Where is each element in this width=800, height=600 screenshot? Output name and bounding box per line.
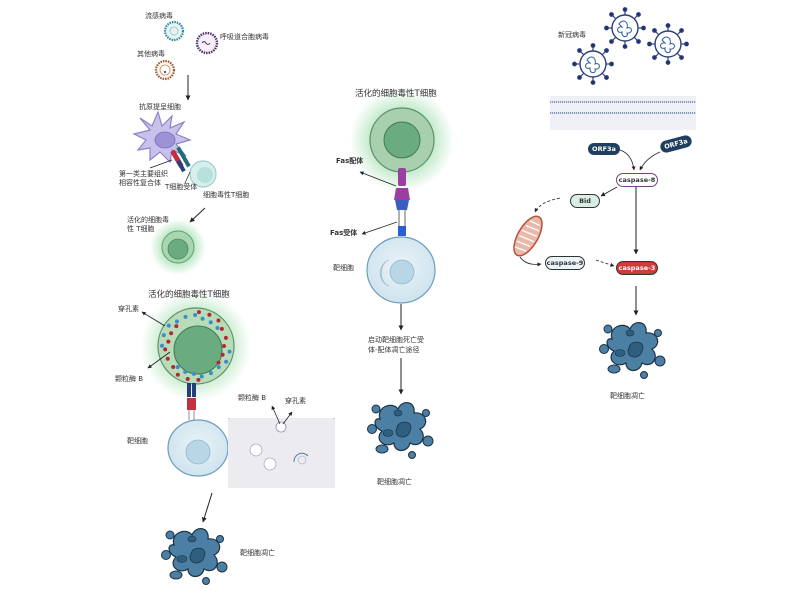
granule — [185, 376, 190, 381]
sars-cov-2-icon — [604, 7, 646, 50]
granule — [183, 369, 188, 374]
sars-cov-2-icon — [647, 23, 689, 66]
granule — [196, 377, 201, 382]
apoptotic-cell-right-icon — [598, 321, 666, 380]
granule — [175, 365, 180, 370]
granule — [165, 356, 170, 361]
label-apoptosis-right: 靶细胞凋亡 — [610, 392, 645, 400]
fas-ligand-receptor-complex — [394, 168, 410, 236]
mitochondrion-icon — [513, 215, 543, 257]
label-pathway-line2: 体-配体凋亡途径 — [368, 346, 420, 354]
sars-cov-2-icon — [572, 43, 614, 86]
label-mhc1-line2: 相容性复合体 — [119, 179, 161, 187]
caspase-9-node: caspase-9 — [545, 256, 585, 270]
granule-inset — [227, 400, 336, 488]
activated-ctl-small — [150, 219, 206, 275]
bid-node: Bid — [570, 194, 600, 208]
influenza-virus-icon — [163, 20, 185, 42]
receptor-complex — [187, 398, 196, 410]
granule — [161, 333, 166, 338]
granule — [223, 335, 228, 340]
granule — [216, 318, 221, 323]
arrow-granzyme — [147, 351, 171, 369]
label-apoptosis-left: 靶细胞凋亡 — [240, 549, 275, 557]
label-perforin: 穿孔素 — [118, 305, 139, 313]
orf3a-node-1: ORF3a — [588, 143, 620, 155]
label-target-cell-left: 靶细胞 — [127, 437, 148, 445]
target-cell-middle — [366, 236, 436, 304]
rsv-virus-icon — [195, 31, 219, 55]
granule — [196, 310, 201, 315]
arrow-fas-ligand — [359, 171, 397, 187]
granule — [166, 339, 171, 344]
granule — [208, 320, 213, 325]
granule — [224, 359, 229, 364]
label-fas-receptor: Fas受体 — [330, 229, 358, 237]
arrow-fas-receptor — [361, 221, 398, 235]
granule — [166, 323, 171, 328]
granule — [174, 324, 179, 329]
label-ctl: 细胞毒性T细胞 — [203, 191, 250, 199]
granule — [227, 349, 232, 354]
label-activated-ctl-line1: 活化的细胞毒 — [127, 216, 169, 224]
cell-membrane — [550, 96, 696, 130]
label-apc: 抗原提呈细胞 — [139, 103, 181, 111]
antigen-presenting-cell — [132, 110, 192, 164]
granule — [193, 313, 198, 318]
granule — [175, 372, 180, 377]
granule — [222, 344, 226, 348]
apoptotic-cell-left-icon — [160, 527, 228, 586]
label-pathway-line1: 启动靶细胞死亡受 — [368, 336, 424, 344]
cytotoxic-t-cell — [189, 160, 217, 188]
label-rsv: 呼吸道合胞病毒 — [220, 33, 269, 41]
granule — [200, 316, 205, 321]
label-activated-ctl-title: 活化的细胞毒性T细胞 — [148, 290, 230, 300]
granule — [216, 365, 221, 370]
granule — [174, 319, 179, 324]
granule — [171, 364, 176, 369]
label-sars-cov-2: 新冠病毒 — [558, 31, 586, 39]
caspase-3-node: caspase-3 — [616, 261, 658, 275]
target-cell-left — [167, 419, 229, 477]
label-inset-granzyme: 颗粒酶 B — [238, 394, 267, 402]
granule — [220, 352, 225, 357]
granule — [160, 343, 165, 348]
granule — [199, 374, 204, 379]
label-mhc1-line1: 第一类主要组织 — [119, 170, 168, 178]
activated-ctl-middle — [350, 88, 454, 192]
granule — [169, 331, 174, 336]
label-activated-ctl-middle: 活化的细胞毒性T细胞 — [355, 89, 437, 99]
granule — [219, 326, 224, 331]
arrow-perforin — [141, 311, 166, 327]
label-apoptosis-middle: 靶细胞凋亡 — [377, 478, 412, 486]
granule — [183, 314, 188, 319]
tcr-molecule — [176, 146, 191, 168]
label-influenza: 流感病毒 — [145, 12, 173, 20]
label-inset-perforin: 穿孔素 — [285, 397, 306, 405]
granule — [191, 371, 196, 376]
granule — [207, 312, 212, 317]
granule — [163, 347, 168, 352]
granules — [160, 310, 232, 382]
apoptotic-cell-middle-icon — [366, 401, 434, 460]
label-fas-ligand: Fas配体 — [336, 157, 364, 165]
label-tcr: T细胞受体 — [165, 183, 198, 191]
label-target-cell-middle: 靶细胞 — [333, 264, 354, 272]
arrow-to-apoptosis-left — [201, 492, 213, 523]
arrow-to-activated-ctl — [189, 207, 206, 223]
granule — [208, 371, 213, 376]
label-other-virus: 其他病毒 — [137, 50, 165, 58]
label-granzyme: 颗粒酶 B — [115, 375, 144, 383]
granule — [216, 360, 221, 365]
caspase-8-node: caspase-8 — [616, 173, 658, 187]
label-activated-ctl-line2: 性 T细胞 — [127, 225, 155, 233]
granule — [215, 325, 220, 330]
other-virus-icon — [154, 59, 176, 81]
